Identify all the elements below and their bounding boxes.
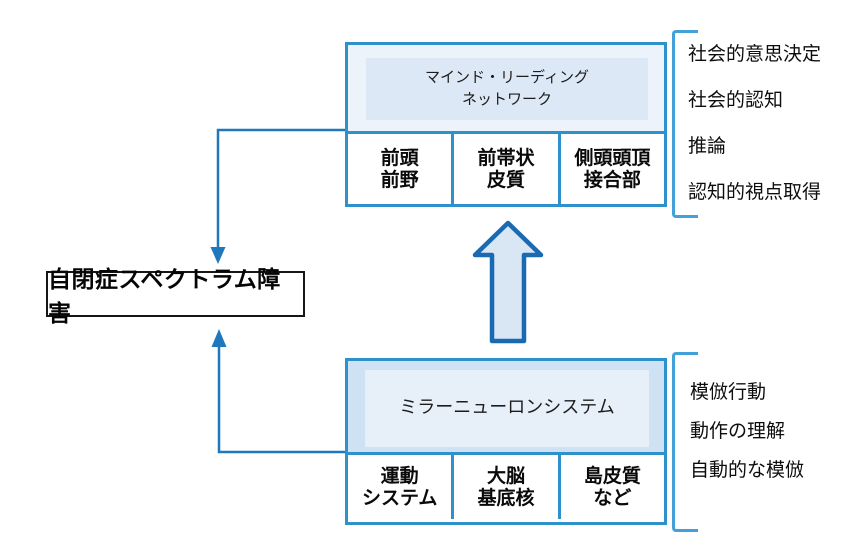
mind-reading-network-label: マインド・リーディング ネットワーク	[366, 58, 648, 120]
list-item: 社会的意思決定	[688, 43, 822, 65]
bottom-bracket-icon	[672, 352, 698, 532]
list-item: 認知的視点取得	[688, 181, 822, 203]
region-cell-basal-ganglia: 大脳 基底核	[451, 455, 558, 519]
list-item: 推論	[688, 135, 727, 157]
header-line1: ミラーニューロンシステム	[399, 397, 615, 419]
upward-block-arrow-icon	[472, 220, 544, 344]
top-bracket-icon	[672, 30, 698, 218]
list-item: 動作の理解	[690, 420, 786, 442]
list-item: 自動的な模倣	[690, 459, 805, 481]
mind-reading-network-header: マインド・リーディング ネットワーク	[348, 45, 664, 131]
header-line2: ネットワーク	[461, 90, 552, 108]
list-item: 社会的認知	[688, 89, 784, 111]
region-cell-prefrontal: 前頭 前野	[348, 134, 452, 204]
region-cell-temporoparietal: 側頭頭頂 接合部	[557, 134, 664, 204]
mirror-neuron-function-list: 模倣行動 動作の理解 自動的な模倣	[690, 380, 804, 482]
region-cell-motor-system: 運動 システム	[348, 455, 452, 519]
mirror-neuron-regions-row: 運動 システム 大脳 基底核 島皮質 など	[348, 452, 664, 519]
bottom-connector-line	[217, 346, 345, 454]
disorder-label: 自閉症スペクトラム障害	[48, 267, 281, 327]
mind-reading-regions-row: 前頭 前野 前帯状 皮質 側頭頭頂 接合部	[348, 131, 664, 204]
mind-reading-network-box: マインド・リーディング ネットワーク 前頭 前野 前帯状 皮質 側頭頭頂 接合部	[345, 42, 667, 207]
top-connector-line	[216, 128, 345, 248]
mirror-neuron-system-box: ミラーニューロンシステム 運動 システム 大脳 基底核 島皮質 など	[345, 358, 667, 525]
mirror-neuron-system-label: ミラーニューロンシステム	[365, 370, 649, 447]
arrowhead-up-icon	[211, 329, 227, 347]
mirror-neuron-system-header: ミラーニューロンシステム	[348, 361, 664, 452]
region-cell-insular-cortex: 島皮質 など	[557, 455, 664, 519]
header-line1: マインド・リーディング	[425, 68, 589, 87]
mind-reading-function-list: 社会的意思決定 社会的認知 推論 認知的視点取得	[688, 42, 821, 204]
autism-spectrum-disorder-box: 自閉症スペクトラム障害	[46, 267, 305, 327]
region-cell-anterior-cingulate: 前帯状 皮質	[451, 134, 558, 204]
list-item: 模倣行動	[690, 381, 767, 403]
